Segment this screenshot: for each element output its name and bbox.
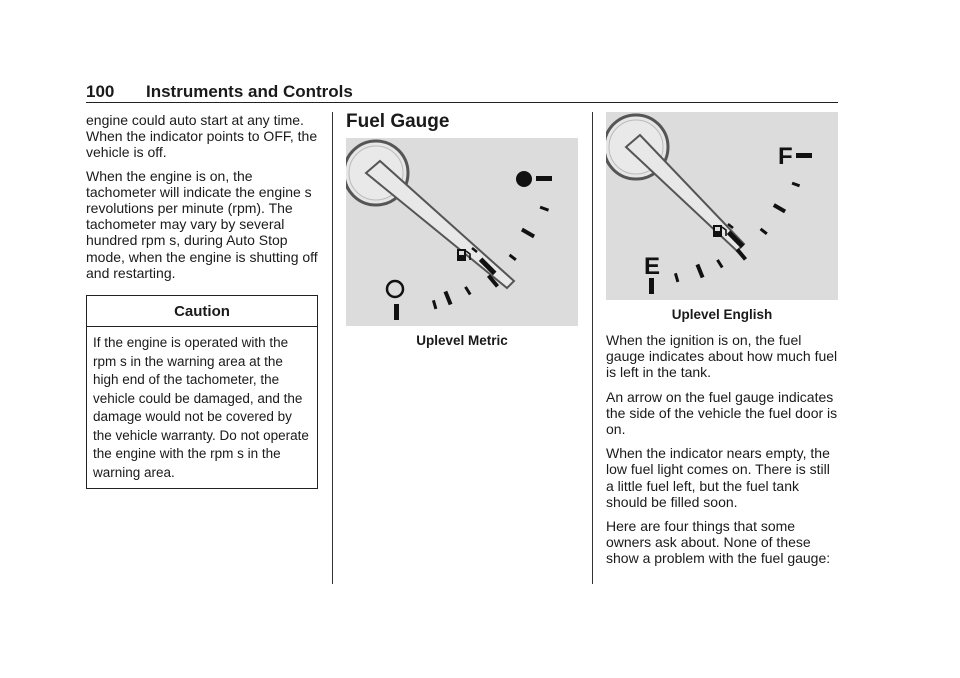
header-rule [86,102,838,103]
fuel-gauge-english-figure: F E [606,112,838,300]
column-divider-left [332,112,333,584]
fuel-gauge-description: When the ignition is on, the fuel gauge … [606,332,840,575]
section-title: Instruments and Controls [146,82,353,101]
column-divider-right [592,112,593,584]
figure-caption-metric: Uplevel Metric [416,333,508,348]
fuel-gauge-metric-figure [346,138,578,326]
fuel-pump-icon [713,223,734,237]
paragraph: When the engine is on, the tachometer wi… [86,167,318,281]
fuel-gauge-english-illustration: F E [606,112,838,300]
fuel-gauge-heading: Fuel Gauge [346,111,450,132]
gauge-full-label: F [778,143,793,170]
caution-box: Caution If the engine is operated with t… [86,295,318,490]
paragraph: When the ignition is on, the fuel gauge … [606,332,838,381]
caution-body: If the engine is operated with the rpm s… [93,335,309,480]
caution-title: Caution [87,296,317,328]
paragraph: engine could auto start at any time. Whe… [86,112,318,161]
fuel-pump-icon [457,247,478,261]
paragraph: An arrow on the fuel gauge indicates the… [606,388,838,438]
column-left: engine could auto start at any time. Whe… [86,112,324,490]
fuel-gauge-metric-illustration [346,138,578,326]
figure-caption-english: Uplevel English [671,307,773,322]
gauge-empty-label: E [644,253,660,280]
paragraph: When the indicator nears empty, the low … [606,445,830,510]
paragraph: Here are four things that some owners as… [606,518,831,567]
page-header: 100 Instruments and Controls [86,82,838,104]
page-number: 100 [86,82,115,101]
